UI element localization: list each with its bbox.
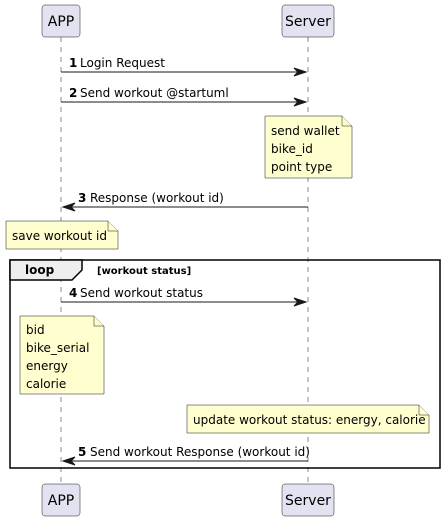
note-server-wallet-line-2: bike_id	[271, 142, 313, 156]
message-1-label: Login Request	[80, 56, 165, 70]
message-2: 2 Send workout @startuml	[61, 86, 308, 107]
message-1-arrowhead	[293, 67, 308, 77]
participant-app-bottom-label: APP	[48, 493, 74, 509]
note-server-wallet-line-1: send wallet	[271, 124, 340, 138]
note-app-fields: bid bike_serial energy calorie	[19, 315, 105, 395]
note-app-save-line-1: save workout id	[12, 229, 107, 243]
message-4-label: Send workout status	[80, 286, 203, 300]
message-3-number: 3	[78, 191, 86, 205]
message-4-arrowhead	[293, 297, 308, 307]
participant-app-top: APP	[41, 4, 81, 38]
loop-tab	[9, 259, 83, 281]
participant-server-top-label: Server	[285, 14, 331, 30]
message-3-arrowhead	[61, 202, 76, 212]
note-server-update: update workout status: energy, calorie	[186, 404, 430, 434]
message-4: 4 Send workout status	[61, 286, 308, 307]
loop-condition: [workout status]	[97, 266, 191, 277]
participant-app-bottom: APP	[41, 483, 81, 517]
message-5-label: Send workout Response (workout id)	[90, 445, 310, 459]
message-3-label: Response (workout id)	[90, 191, 224, 205]
message-5-arrowhead	[61, 456, 76, 466]
message-2-label: Send workout @startuml	[80, 86, 229, 100]
note-server-update-line-1: update workout status: energy, calorie	[193, 413, 426, 427]
message-5-number: 5	[78, 445, 86, 459]
message-1-number: 1	[69, 56, 77, 70]
note-app-save: save workout id	[5, 220, 119, 250]
loop-title: loop	[25, 263, 55, 277]
loop-frame: loop [workout status]	[9, 259, 441, 469]
note-app-fields-line-2: bike_serial	[26, 341, 89, 355]
message-2-number: 2	[69, 86, 77, 100]
message-2-arrowhead	[293, 97, 308, 107]
note-app-fields-line-4: calorie	[26, 377, 66, 391]
participant-app-top-label: APP	[48, 14, 74, 30]
note-app-fields-line-3: energy	[26, 359, 68, 373]
note-app-fields-line-1: bid	[26, 323, 45, 337]
message-3: 3 Response (workout id)	[61, 191, 308, 212]
participant-server-bottom-label: Server	[285, 493, 331, 509]
message-1: 1 Login Request	[61, 56, 308, 77]
participant-server-top: Server	[281, 4, 335, 38]
participant-server-bottom: Server	[281, 483, 335, 517]
message-4-number: 4	[69, 286, 77, 300]
note-server-wallet: send wallet bike_id point type	[264, 115, 353, 179]
message-5: 5 Send workout Response (workout id)	[61, 445, 310, 466]
note-server-wallet-line-3: point type	[271, 160, 332, 174]
